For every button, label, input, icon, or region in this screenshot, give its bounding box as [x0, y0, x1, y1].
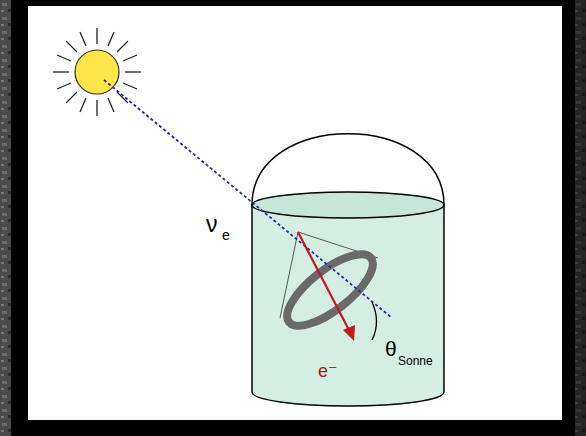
electron-label: e⁻: [318, 362, 338, 380]
white-panel: [28, 6, 562, 420]
angle-arc: [372, 302, 377, 340]
stone-edge: [0, 0, 11, 436]
electron-track: [298, 232, 350, 332]
neutrino-symbol: ν: [206, 213, 218, 236]
flavour-subscript: e: [222, 228, 230, 242]
neutrino-path: [104, 80, 392, 318]
arrowhead: [343, 325, 355, 341]
tank-top: [252, 192, 444, 218]
angle-symbol: θ: [385, 338, 397, 359]
angle-subscript: Sonne: [398, 355, 433, 367]
sun-rays: [53, 28, 141, 116]
cherenkov-ring: [277, 242, 384, 338]
water-tank: [252, 205, 444, 406]
tank-dome: [252, 134, 444, 205]
stone-edge: [575, 0, 586, 436]
